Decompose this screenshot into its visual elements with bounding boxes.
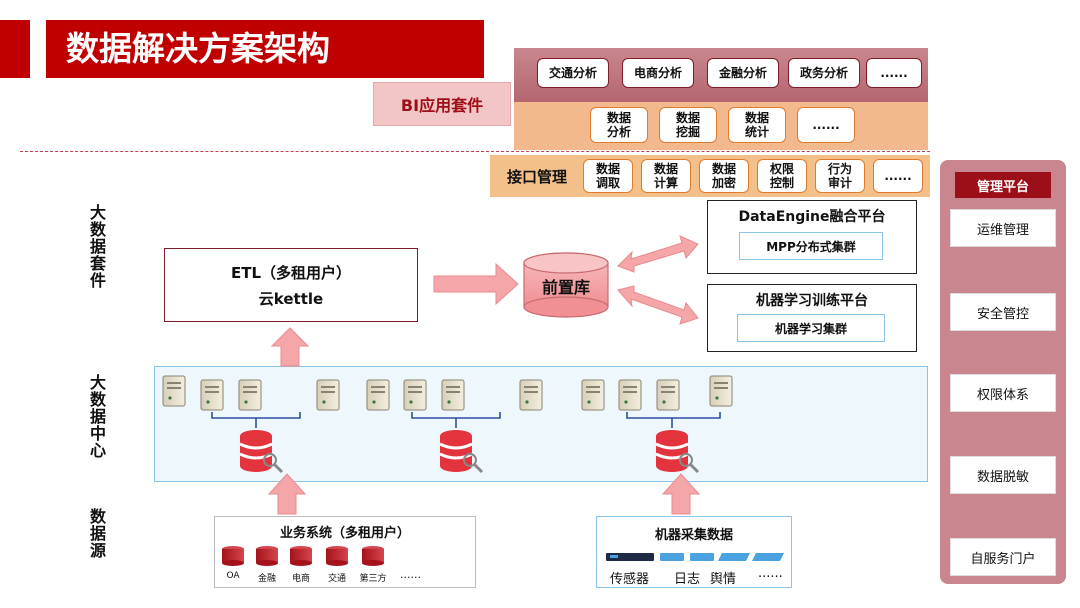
page-title: 数据解决方案架构 xyxy=(66,29,330,68)
dataengine-platform-title: DataEngine融合平台 xyxy=(738,209,886,225)
machine-label-log: 日志 xyxy=(674,572,701,587)
arrow-datacenter-to-etl xyxy=(270,327,310,367)
ml-cluster: 机器学习集群 xyxy=(737,314,885,342)
bi-suite-label: BI应用套件 xyxy=(373,82,511,126)
database-stack-icons xyxy=(238,428,700,474)
arrow-business-to-datacenter xyxy=(267,473,307,515)
machine-label-public-opinion: 舆情 xyxy=(710,572,737,587)
front-db-label: 前置库 xyxy=(541,278,590,297)
etl-box xyxy=(164,248,418,322)
business-more: ...... xyxy=(400,568,421,581)
arrow-etl-to-frontdb xyxy=(433,262,519,306)
mgmt-item-permissions: 权限体系 xyxy=(950,374,1056,412)
bi-item-data-statistics: 数据统计 xyxy=(728,107,786,143)
mpp-cluster: MPP分布式集群 xyxy=(739,232,883,260)
mgmt-item-desensitization: 数据脱敏 xyxy=(950,456,1056,494)
iface-item-data-retrieve: 数据调取 xyxy=(583,159,633,193)
bi-item-traffic: 交通分析 xyxy=(537,58,609,88)
machine-data-box xyxy=(596,516,792,588)
management-platform-title: 管理平台 xyxy=(955,172,1051,198)
label-big-data-suite: 大数据套件 xyxy=(89,203,106,290)
iface-item-more: ...... xyxy=(873,159,923,193)
bi-item-data-analysis: 数据分析 xyxy=(590,107,648,143)
label-big-data-center: 大数据中心 xyxy=(89,373,106,460)
iface-item-behavior-audit: 行为审计 xyxy=(815,159,865,193)
arrow-frontdb-ml xyxy=(617,285,699,325)
label-data-source: 数据源 xyxy=(89,507,106,560)
etl-title: ETL（多租用户） xyxy=(230,264,352,282)
db-label-traffic: 交通 xyxy=(327,574,346,584)
machine-label-sensor: 传感器 xyxy=(610,572,650,587)
interface-management-label: 接口管理 xyxy=(506,167,567,186)
bi-item-data-mining: 数据挖掘 xyxy=(659,107,717,143)
iface-item-data-encrypt: 数据加密 xyxy=(699,159,749,193)
bi-item-more: ...... xyxy=(866,58,922,88)
iface-item-data-compute: 数据计算 xyxy=(641,159,691,193)
title-bar xyxy=(46,20,484,78)
ml-platform-title: 机器学习训练平台 xyxy=(756,293,868,309)
db-label-finance: 金融 xyxy=(257,574,276,584)
front-db-cylinder xyxy=(523,252,609,318)
db-label-third-party: 第三方 xyxy=(359,574,387,584)
cluster-connectors xyxy=(211,412,721,428)
machine-device-icons xyxy=(606,553,784,561)
db-label-ecommerce: 电商 xyxy=(291,574,310,584)
section-divider xyxy=(20,151,930,152)
machine-label-more: ...... xyxy=(758,566,783,581)
mgmt-item-operations: 运维管理 xyxy=(950,209,1056,247)
mgmt-item-security: 安全管控 xyxy=(950,293,1056,331)
business-systems-title: 业务系统（多租用户） xyxy=(279,526,410,541)
server-icons xyxy=(162,375,733,411)
arrow-machine-to-datacenter xyxy=(661,473,701,515)
title-accent-bar xyxy=(0,20,30,78)
iface-item-permission-control: 权限控制 xyxy=(757,159,807,193)
bi-item-ecommerce: 电商分析 xyxy=(622,58,694,88)
bi-item-finance: 金融分析 xyxy=(707,58,779,88)
machine-data-title: 机器采集数据 xyxy=(654,528,733,543)
bi-suite-bottom-panel xyxy=(514,102,928,150)
db-label-oa: OA xyxy=(226,571,240,581)
bi-item-government: 政务分析 xyxy=(788,58,860,88)
etl-subtitle: 云kettle xyxy=(258,290,324,308)
arrow-frontdb-dataengine xyxy=(617,235,699,273)
bi-item-more-2: ...... xyxy=(797,107,855,143)
mgmt-item-self-service: 自服务门户 xyxy=(950,538,1056,576)
business-db-icons xyxy=(222,546,384,566)
